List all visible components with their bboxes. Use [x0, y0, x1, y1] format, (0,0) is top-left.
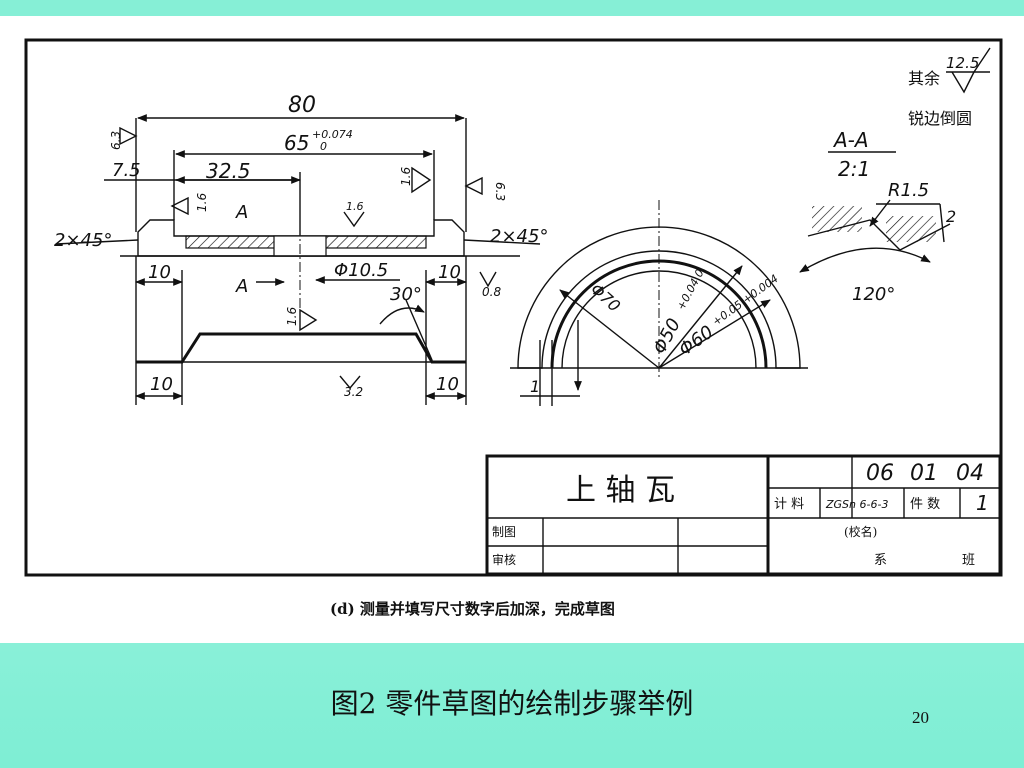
note-edges: 锐边倒圆: [908, 109, 972, 128]
class-label: 班: [962, 553, 975, 568]
roughness-1.6-a: 1.6: [399, 167, 413, 186]
roughness-6.3-left: 6.3: [109, 131, 123, 150]
section-scale: 2:1: [838, 157, 870, 181]
qty-label: 件 数: [910, 497, 940, 512]
note-rest: 其余: [908, 69, 940, 88]
dim-angle-30: 30°: [390, 284, 422, 305]
roughness-1.6-d: 1.6: [285, 307, 299, 326]
dim-radius: R1.5: [888, 180, 929, 201]
dim-dia50-tol: +0.04 0: [674, 267, 706, 312]
dim-hole-pos: 32.5: [206, 159, 251, 183]
section-label: A-A: [832, 128, 869, 152]
side-view: [510, 200, 808, 406]
dim-dia50: Φ50: [649, 315, 685, 358]
dim-angle-120: 120°: [852, 284, 895, 305]
dim-hole-dia: Φ10.5: [334, 260, 388, 281]
roughness-3.2: 3.2: [344, 385, 363, 399]
section-mark-bottom: A: [235, 276, 248, 297]
detail-view: [799, 151, 951, 273]
qty-value: 1: [976, 491, 989, 515]
front-view: [55, 114, 541, 405]
material: ZGSn 6-6-3: [825, 498, 888, 511]
roughness-0.8: 0.8: [482, 285, 501, 299]
code-3: 04: [956, 461, 984, 486]
dim-1: 1: [530, 377, 540, 396]
code-2: 01: [910, 461, 938, 486]
dim-depth-2: 2: [946, 207, 956, 226]
section-mark-top: A: [235, 202, 248, 223]
drawing-border: [24, 38, 1003, 577]
dim-offset: 7.5: [112, 160, 141, 181]
dim-chamfer-left: 2×45°: [54, 230, 112, 251]
code-1: 06: [866, 461, 894, 486]
slide-caption: 图2 零件草图的绘制步骤举例: [330, 687, 694, 720]
dim-bore-tol-upper: +0.074: [312, 128, 353, 141]
dim-end-left-bottom: 10: [150, 374, 173, 395]
roughness-1.6-c: 1.6: [346, 200, 364, 213]
top-band: [0, 0, 1024, 16]
dim-end-right-bottom: 10: [436, 374, 459, 395]
dim-bore-tol-lower: 0: [320, 140, 327, 153]
page-number: 20: [912, 708, 929, 727]
note-rest-roughness: 12.5: [946, 54, 979, 72]
roughness-1.6-b: 1.6: [195, 193, 209, 212]
dim-end-left-top: 10: [148, 262, 171, 283]
dept-label: 系: [874, 553, 887, 568]
school-name: (校名): [844, 524, 877, 539]
dim-total-length: 80: [288, 93, 316, 118]
roughness-6.3-right: 6.3: [493, 182, 507, 201]
dim-chamfer-right: 2×45°: [490, 226, 548, 247]
dim-end-right-top: 10: [438, 262, 461, 283]
draw-label: 制图: [492, 525, 516, 539]
sub-caption: (d) 测量并填写尺寸数字后加深，完成草图: [330, 600, 615, 618]
dim-bore-length: 65: [284, 131, 309, 155]
check-label: 审核: [492, 552, 516, 567]
design-label: 计 料: [774, 497, 804, 512]
title-block: [485, 454, 1002, 576]
part-name: 上 轴 瓦: [566, 473, 675, 508]
